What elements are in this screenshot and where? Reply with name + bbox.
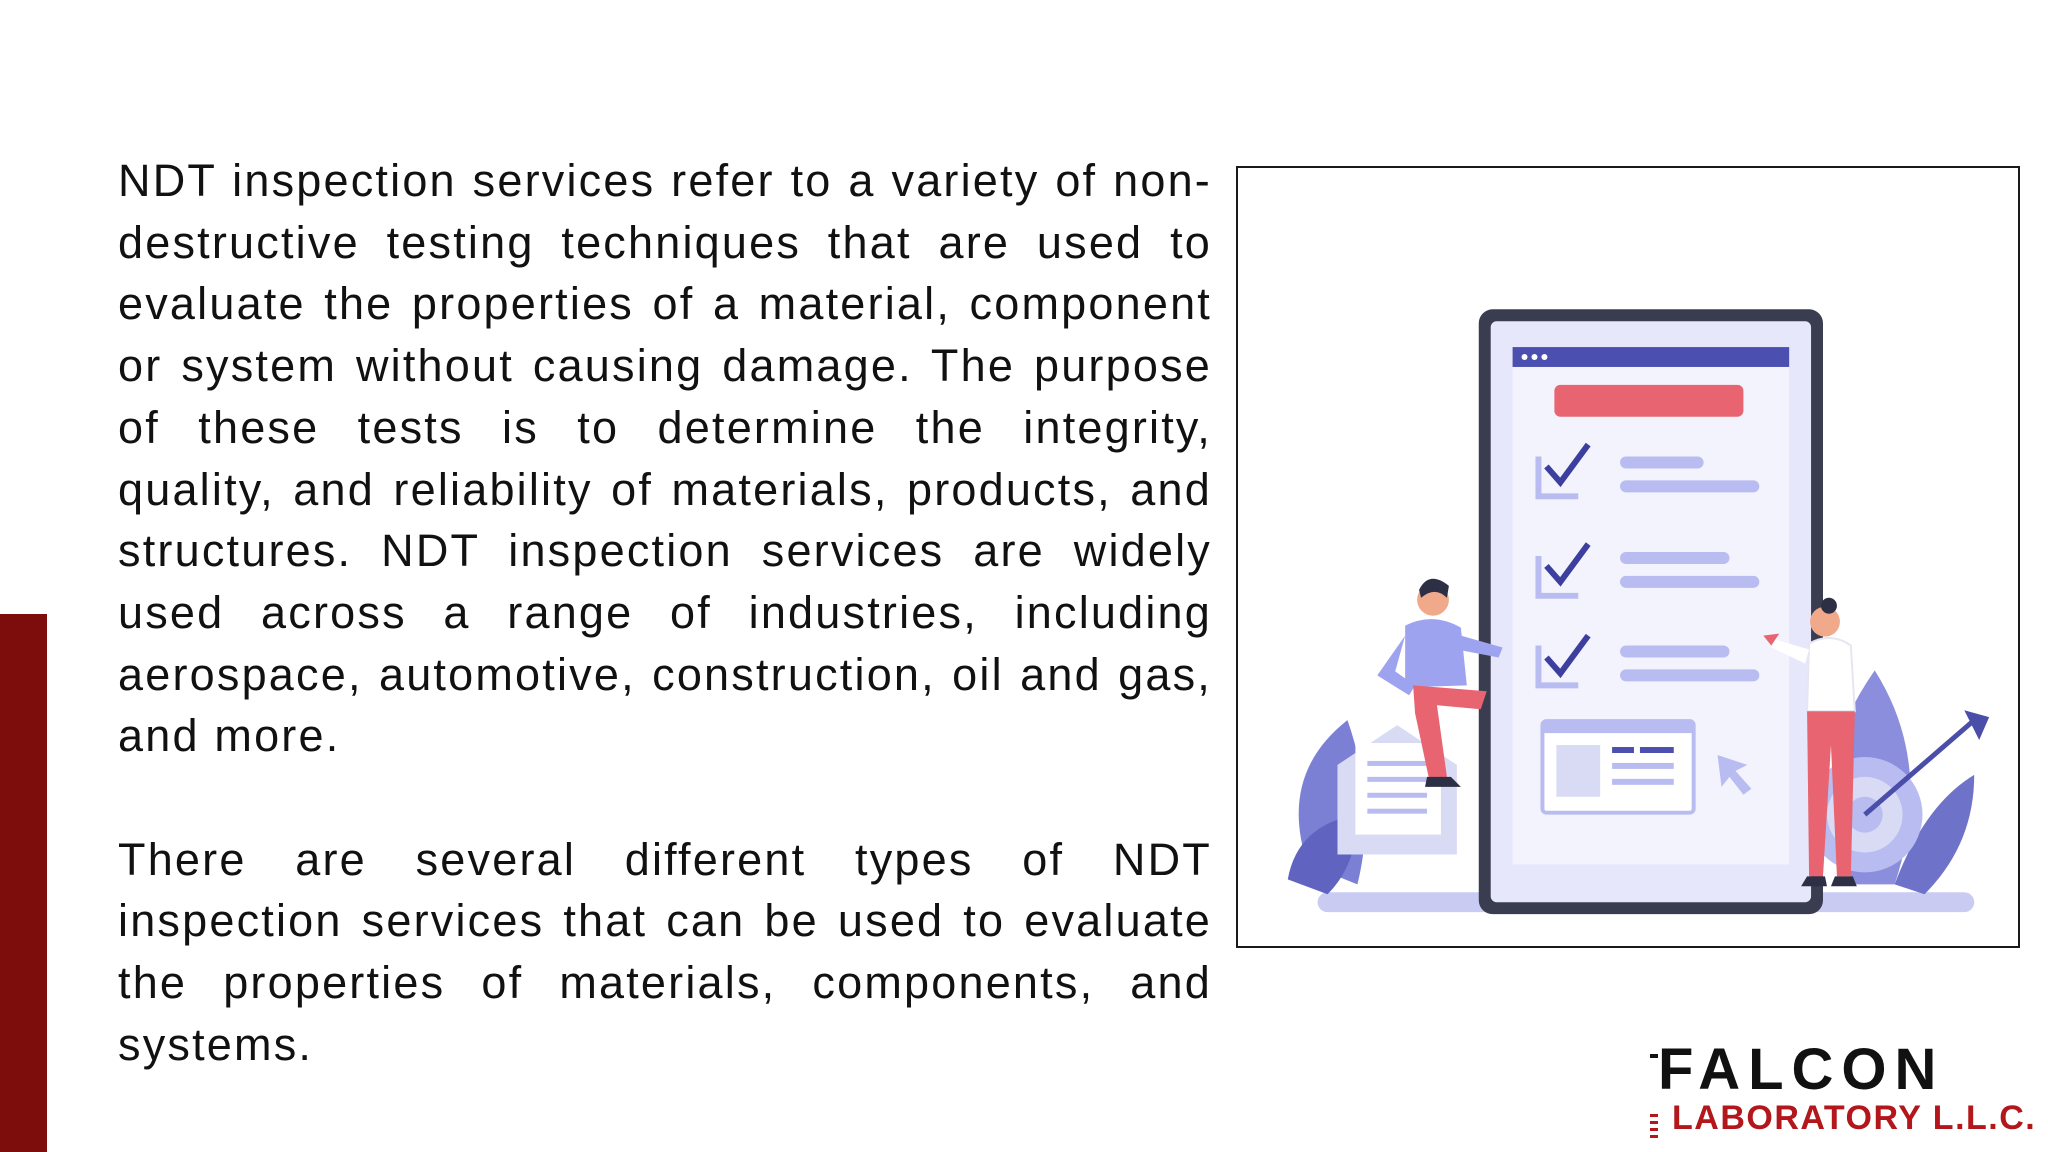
accent-bar: [0, 614, 47, 1152]
paragraph-intro: NDT inspection services refer to a varie…: [118, 155, 1212, 762]
logo-falcon-text: FALCON: [1658, 1037, 1945, 1102]
logo-stripes-icon: [1650, 1054, 1658, 1138]
logo-laboratory-text: LABORATORY L.L.C.: [1672, 1099, 2037, 1137]
paragraph-types: There are several different types of NDT…: [118, 833, 1212, 1070]
body-text: NDT inspection services refer to a varie…: [118, 150, 1212, 1076]
falcon-laboratory-logo: FALCON LABORATORY L.L.C.: [1650, 1040, 2048, 1152]
checklist-illustration: [1236, 166, 2020, 948]
